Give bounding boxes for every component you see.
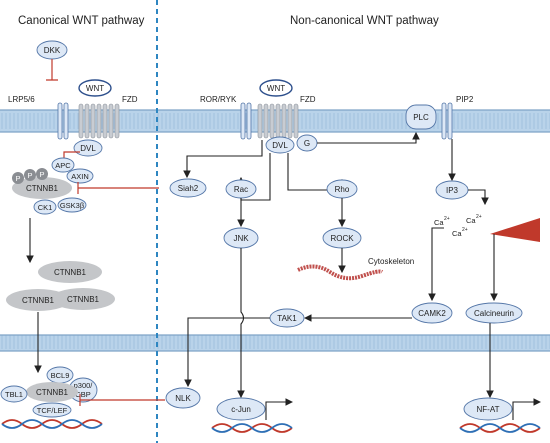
calcium-ions: Ca 2+ Ca 2+ Ca 2+: [434, 214, 482, 238]
svg-text:Ca: Ca: [434, 218, 444, 227]
axin-label: AXIN: [71, 172, 89, 181]
ip3-label: IP3: [446, 186, 459, 195]
fzd-label-canonical: FZD: [122, 95, 138, 104]
tak1-to-nlk-arrow: [184, 317, 270, 388]
tcf-lef-label: TCF/LEF: [37, 406, 68, 415]
svg-text:CTNNB1: CTNNB1: [22, 296, 55, 305]
camk2-node: [411, 302, 453, 324]
camk2-label: CAMK2: [418, 309, 446, 318]
svg-text:P: P: [15, 174, 20, 183]
tak1-label: TAK1: [277, 314, 297, 323]
nlk-node: [165, 387, 201, 409]
fzd-to-siah2-arrow: [183, 140, 263, 179]
ror-label: ROR/RYK: [200, 95, 237, 104]
svg-text:2+: 2+: [476, 214, 482, 220]
plc-label: PLC: [413, 113, 429, 122]
dna-nfat: [459, 423, 541, 433]
lrp-label: LRP5/6: [8, 95, 35, 104]
jnk-label: JNK: [233, 234, 249, 243]
svg-text:P: P: [39, 170, 44, 179]
dna-canonical: [1, 419, 103, 429]
svg-text:P: P: [27, 171, 32, 180]
fzd-receptor-canonical: [78, 103, 120, 139]
axin-node: [66, 168, 94, 184]
ctnnb1-cytoplasm-node: [12, 177, 72, 199]
calcium-gradient-wedge: [490, 218, 540, 242]
cjun-label: c-Jun: [231, 405, 251, 414]
dvl-node-noncanonical: [265, 136, 295, 154]
dkk-label: DKK: [44, 46, 61, 55]
nfat-label: NF-AT: [477, 405, 500, 414]
wnt-node-canonical: [78, 79, 112, 97]
svg-text:Ca: Ca: [452, 229, 462, 238]
tbl1-node: [0, 385, 28, 403]
calcineurin-label: Calcineurin: [474, 309, 514, 318]
ip3-to-ca-arrow: [468, 189, 489, 206]
noncanonical-title: Non-canonical WNT pathway: [290, 15, 439, 27]
apc-label: APC: [55, 161, 71, 170]
gsk3b-node: [57, 197, 87, 213]
phospho-groups: P P P: [12, 168, 48, 184]
fzd-receptor-noncanonical: [257, 103, 299, 139]
siah2-node: [169, 178, 207, 198]
dna-cjun: [211, 423, 293, 433]
siah2-label: Siah2: [178, 184, 199, 193]
lrp-receptor: [57, 102, 69, 140]
siah2-inhibition: [77, 182, 159, 194]
ctnnb1-cytoplasm-label: CTNNB1: [26, 184, 59, 193]
ck1-label: CK1: [38, 203, 53, 212]
wnt-node-noncanonical: [259, 79, 293, 97]
cytoskeleton-fiber: [297, 264, 384, 281]
cjun-transcription-arrow: [265, 398, 294, 420]
bcl9-label: BCL9: [51, 371, 70, 380]
nuclear-membrane: [0, 334, 550, 352]
p300-label-1: p300/: [74, 381, 94, 390]
nfat-transcription-arrow: [512, 398, 542, 420]
svg-text:CTNNB1: CTNNB1: [54, 268, 87, 277]
g-protein-label: G: [304, 139, 310, 148]
nfat-node: [463, 397, 513, 421]
rac-label: Rac: [234, 185, 248, 194]
nlk-label: NLK: [175, 394, 191, 403]
svg-text:2+: 2+: [444, 216, 450, 222]
cjun-node: [216, 397, 266, 421]
dvl-label-canonical: DVL: [80, 144, 96, 153]
cytoskeleton-label: Cytoskeleton: [368, 257, 414, 266]
ck1-node: [33, 199, 57, 215]
wnt-label-noncanonical: WNT: [267, 84, 285, 93]
ctnnb1-accumulation: CTNNB1 CTNNB1 CTNNB1: [6, 261, 115, 311]
svg-text:Ca: Ca: [466, 216, 476, 225]
dvl-label-noncanonical: DVL: [272, 141, 288, 150]
tbl1-label: TBL1: [5, 390, 23, 399]
rho-label: Rho: [335, 185, 350, 194]
ca-to-camk2-arrow: [428, 227, 444, 302]
ctnnb1-nuclear-label: CTNNB1: [36, 388, 69, 397]
ror-receptor: [240, 102, 252, 140]
apc-node: [51, 157, 75, 173]
p300-label-2: CBP: [75, 390, 90, 399]
plc-node: [405, 104, 437, 130]
rock-label: ROCK: [330, 234, 354, 243]
ctnnb1-nuclear-node: [26, 382, 78, 402]
fzd-label-noncanonical: FZD: [300, 95, 316, 104]
wnt-label-canonical: WNT: [86, 84, 104, 93]
calcineurin-node: [465, 302, 523, 324]
pip2-label: PIP2: [456, 95, 474, 104]
dkk-inhibition: [46, 59, 58, 81]
canonical-title: Canonical WNT pathway: [18, 15, 145, 27]
tcf-lef-node: [32, 402, 72, 418]
jnk-to-cjun-arrow: [237, 248, 245, 399]
nlk-inhibition: [79, 394, 165, 406]
dvl-node-canonical: [73, 139, 103, 157]
svg-text:2+: 2+: [462, 227, 468, 233]
g-to-plc-arrow: [317, 131, 420, 144]
pip2-receptor: [441, 102, 453, 140]
svg-text:CTNNB1: CTNNB1: [67, 295, 100, 304]
gsk3b-label: GSK3β: [60, 201, 85, 210]
